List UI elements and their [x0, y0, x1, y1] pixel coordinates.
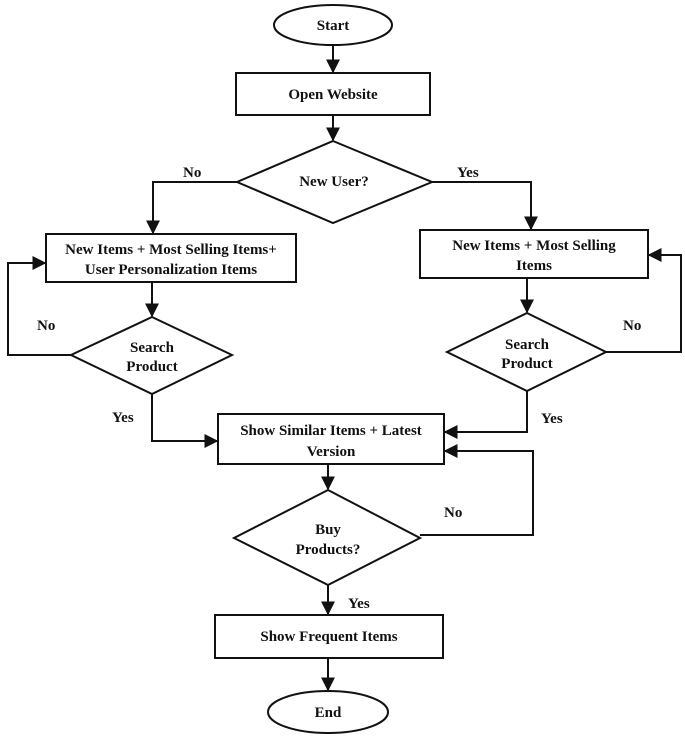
- edge-left-search-no: [7, 256, 71, 356]
- buy-products-label-line1: Buy: [315, 522, 341, 538]
- show-similar-node: Show Similar Items + Latest Version: [217, 413, 445, 465]
- edge-label-buy-no: No: [444, 505, 462, 521]
- left-items-node: New Items + Most Selling Items+ User Per…: [45, 233, 297, 283]
- right-items-label-line1: New Items + Most Selling: [452, 238, 616, 254]
- edge-label-left-search-yes: Yes: [112, 410, 134, 426]
- edge-new-user-yes: [432, 181, 538, 231]
- edge-label-left-search-no: No: [37, 318, 55, 334]
- start-label: Start: [317, 18, 350, 34]
- end-node: End: [267, 690, 389, 734]
- open-website-label: Open Website: [288, 87, 378, 103]
- show-frequent-label: Show Frequent Items: [260, 629, 397, 645]
- left-items-label-line1: New Items + Most Selling Items+: [65, 242, 277, 258]
- left-search-label-line1: Search: [130, 340, 175, 356]
- edge-new-user-no: [146, 181, 237, 235]
- new-user-label: New User?: [299, 174, 369, 190]
- start-node: Start: [273, 4, 393, 46]
- right-items-label-line2: Items: [516, 258, 552, 274]
- edge-left-search-yes: [151, 394, 219, 448]
- left-items-label-line2: User Personalization Items: [85, 262, 257, 278]
- left-search-decision: Search Product: [68, 315, 235, 396]
- edge-label-right-search-no: No: [623, 318, 641, 334]
- show-similar-label-line2: Version: [307, 444, 356, 460]
- edge-right-search-no: [606, 248, 682, 353]
- left-search-label-line2: Product: [126, 359, 177, 375]
- right-search-decision: Search Product: [444, 311, 609, 393]
- edge-label-new-user-no: No: [183, 165, 201, 181]
- end-label: End: [315, 705, 342, 721]
- buy-products-label-line2: Products?: [296, 542, 361, 558]
- buy-products-decision: Buy Products?: [231, 488, 423, 587]
- right-items-node: New Items + Most Selling Items: [419, 229, 649, 279]
- right-search-label-line2: Product: [501, 356, 552, 372]
- edge-label-right-search-yes: Yes: [541, 411, 563, 427]
- edge-right-search-yes: [443, 391, 528, 439]
- right-search-label-line1: Search: [505, 337, 550, 353]
- edge-label-buy-yes: Yes: [348, 596, 370, 612]
- edge-label-new-user-yes: Yes: [457, 165, 479, 181]
- new-user-decision: New User?: [234, 139, 435, 225]
- edge-buy-no: [420, 444, 534, 536]
- open-website-node: Open Website: [235, 72, 431, 116]
- show-similar-label-line1: Show Similar Items + Latest: [240, 423, 422, 439]
- show-frequent-node: Show Frequent Items: [214, 614, 444, 659]
